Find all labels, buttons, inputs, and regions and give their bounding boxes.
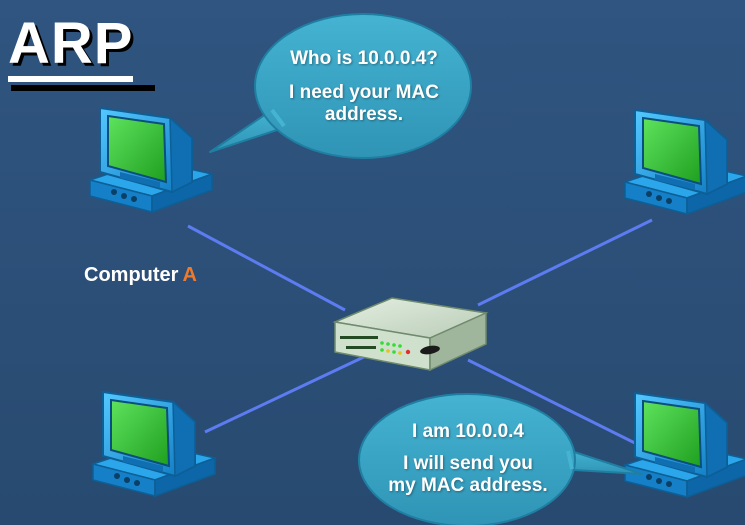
title-underline-shadow [11,85,155,91]
request-message: Who is 10.0.0.4? I need your MAC address… [262,48,466,126]
request-line-2: I need your MAC [289,82,439,103]
request-line-3: address. [324,104,404,125]
page-title: ARP [8,12,134,82]
switch-icon [332,297,489,372]
link-bottom-right [467,358,646,450]
reply-line-2: I will send you [403,453,533,474]
speech-bubble-request [209,13,472,159]
reply-line-3: my MAC address. [388,475,548,496]
network-links [187,218,653,450]
speech-bubble-reply [358,393,643,525]
reply-line-1: I am 10.0.0.4 [412,421,524,442]
link-bottom-left [204,353,369,434]
computer-label-letter: A [182,264,197,286]
link-top-left [187,224,346,312]
link-top-right [477,218,653,307]
reply-message: I am 10.0.0.4 I will send you my MAC add… [366,421,570,497]
request-line-1: Who is 10.0.0.4? [290,48,438,69]
computer-label-text: Computer [84,264,179,286]
